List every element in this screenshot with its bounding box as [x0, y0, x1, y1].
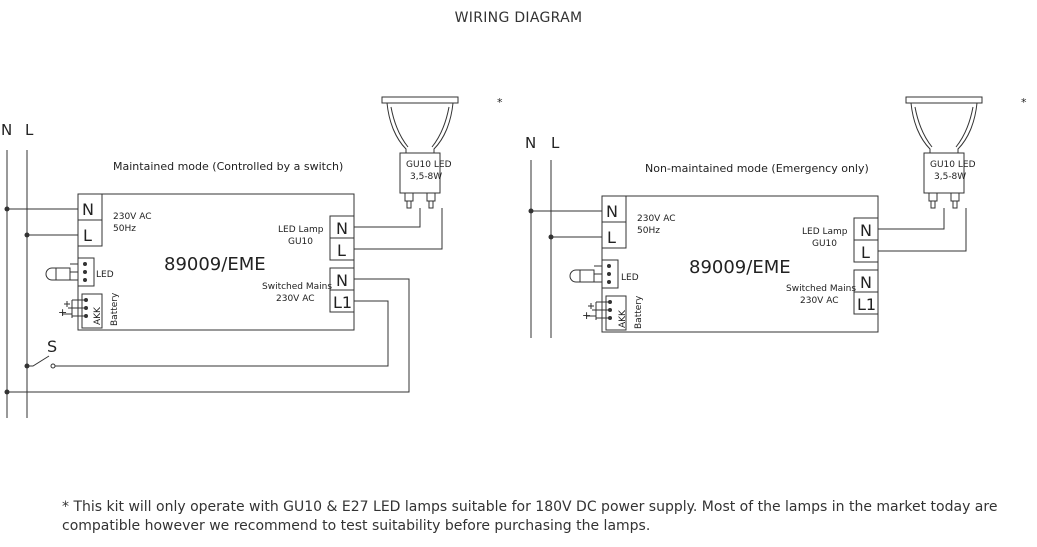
- terminal-l-in: L: [83, 226, 92, 245]
- supply-voltage: 230V AC: [113, 212, 151, 222]
- led-lamp-label: LED Lamp: [278, 225, 324, 235]
- lamp-wattage: 3,5-8W: [410, 172, 442, 182]
- neutral-rail-label-2: N: [525, 134, 536, 152]
- terminal-n-in: N: [82, 200, 94, 219]
- live-rail-label: L: [25, 121, 34, 139]
- switch-label: S: [47, 337, 57, 356]
- switched-mains-label: Switched Mains: [262, 282, 332, 292]
- switched-mains-label-2: Switched Mains: [786, 284, 856, 294]
- lamp-wattage-2: 3,5-8W: [934, 172, 966, 182]
- led-lamp-type-2: GU10: [812, 239, 837, 249]
- wire-lamp-live-2: [878, 208, 967, 252]
- supply-frequency-2: 50Hz: [637, 226, 660, 236]
- footnote: * This kit will only operate with GU10 &…: [62, 499, 998, 534]
- battery-plus: +: [58, 306, 67, 319]
- gu10-lamp-2: [905, 96, 983, 209]
- terminal-n-in-2: N: [606, 202, 618, 221]
- terminal-l-lamp: L: [337, 241, 346, 260]
- supply-voltage-2: 230V AC: [637, 214, 675, 224]
- maintained-caption: Maintained mode (Controlled by a switch): [113, 160, 343, 173]
- model-number: 89009/EME: [164, 254, 266, 275]
- battery-label: Battery: [110, 292, 120, 326]
- battery-plus-2: +: [582, 309, 591, 322]
- lamp-type: GU10 LED: [406, 160, 452, 170]
- terminal-n-lamp: N: [336, 219, 348, 238]
- switched-mains-voltage: 230V AC: [276, 294, 314, 304]
- led-lamp-type: GU10: [288, 237, 313, 247]
- model-number-2: 89009/EME: [689, 257, 791, 278]
- switched-mains-voltage-2: 230V AC: [800, 296, 838, 306]
- terminal-l-lamp-2: L: [861, 243, 870, 262]
- light-switch: S: [24, 337, 57, 369]
- terminal-n-switched-2: N: [860, 273, 872, 292]
- wire-switched-live: [55, 300, 389, 367]
- terminal-n-switched: N: [336, 271, 348, 290]
- lamp-type-2: GU10 LED: [930, 160, 976, 170]
- diagram-title: WIRING DIAGRAM: [454, 10, 583, 26]
- akk-label: AKK: [93, 306, 103, 325]
- non-maintained-circuit: N L Non-maintained mode (Emergency only)…: [525, 96, 1027, 338]
- wire-switched-neutral: [7, 278, 410, 393]
- neutral-rail-label: N: [1, 121, 12, 139]
- live-rail-label-2: L: [551, 134, 560, 152]
- maintained-circuit: N L Maintained mode (Controlled by a swi…: [1, 96, 503, 418]
- terminal-l-in-2: L: [607, 228, 616, 247]
- terminal-l1-switched: L1: [333, 293, 352, 312]
- non-maintained-caption: Non-maintained mode (Emergency only): [645, 162, 869, 175]
- terminal-n-lamp-2: N: [860, 221, 872, 240]
- gu10-lamp: [381, 96, 459, 209]
- led-label: LED: [96, 270, 114, 280]
- wire-lamp-neutral: [354, 208, 421, 228]
- wire-lamp-neutral-2: [878, 208, 945, 230]
- lamp-asterisk-2: *: [1021, 96, 1027, 109]
- supply-frequency: 50Hz: [113, 224, 136, 234]
- led-label-2: LED: [621, 273, 639, 283]
- led-lamp-label-2: LED Lamp: [802, 227, 848, 237]
- lamp-asterisk: *: [497, 96, 503, 109]
- akk-label-2: AKK: [618, 309, 628, 328]
- wire-lamp-live: [354, 208, 443, 250]
- terminal-l1-switched-2: L1: [857, 295, 876, 314]
- battery-label-2: Battery: [634, 295, 644, 329]
